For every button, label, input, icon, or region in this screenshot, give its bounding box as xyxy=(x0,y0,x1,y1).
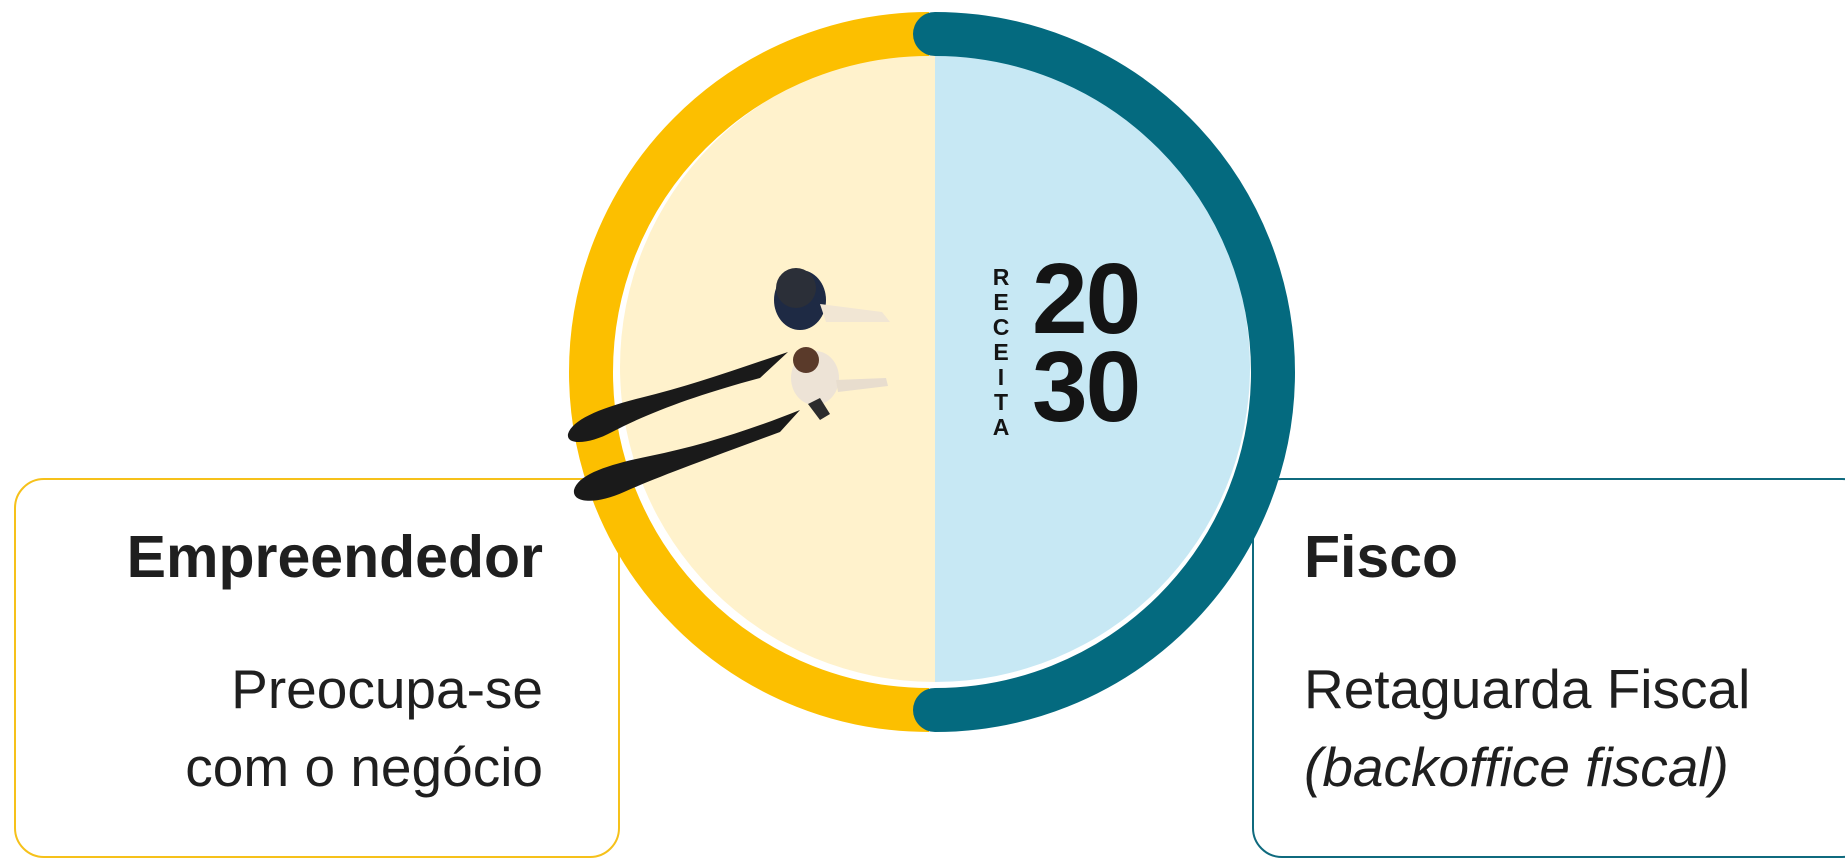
receita-vertical-label: R E C E I T A xyxy=(988,265,1014,440)
empreendedor-line-1: Preocupa-se xyxy=(231,658,543,720)
receita-letter: I xyxy=(997,364,1005,390)
receita-letter: E xyxy=(993,289,1009,315)
empreendedor-description: Preocupa-se com o negócio xyxy=(185,650,543,806)
empreendedor-line-2: com o negócio xyxy=(185,736,543,798)
receita-letter: C xyxy=(992,314,1010,340)
empreendedor-title: Empreendedor xyxy=(126,524,543,590)
receita-2030-circle-diagram xyxy=(567,12,1295,732)
left-half-fill xyxy=(620,52,935,682)
year-bottom: 30 xyxy=(1032,331,1141,443)
receita-letter: E xyxy=(993,339,1009,365)
fisco-description: Retaguarda Fiscal (backoffice fiscal) xyxy=(1304,650,1750,806)
year-2030: 20 30 xyxy=(1032,243,1141,443)
receita-letter: A xyxy=(992,414,1010,440)
fisco-line-2: (backoffice fiscal) xyxy=(1304,736,1729,798)
yellow-ring xyxy=(569,12,930,732)
empreendedor-card: Empreendedor Preocupa-se com o negócio xyxy=(14,478,620,858)
receita-letter: T xyxy=(993,389,1009,415)
receita-letter: R xyxy=(992,264,1010,290)
fisco-line-1: Retaguarda Fiscal xyxy=(1304,658,1751,720)
right-half-fill xyxy=(935,52,1250,682)
fisco-title: Fisco xyxy=(1304,524,1459,590)
fisco-card: Fisco Retaguarda Fiscal (backoffice fisc… xyxy=(1252,478,1845,858)
people-shadow-illustration xyxy=(567,268,890,501)
teal-ring xyxy=(913,12,1295,732)
year-top: 20 xyxy=(1032,243,1141,355)
